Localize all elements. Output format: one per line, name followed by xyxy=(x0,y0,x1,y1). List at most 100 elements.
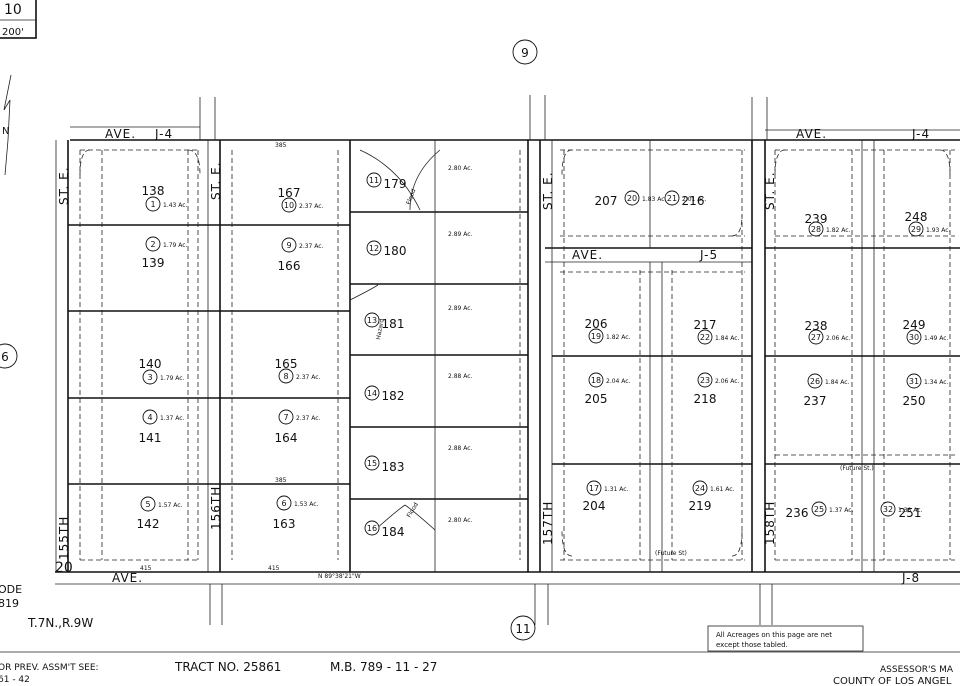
code-label: ODE xyxy=(0,583,22,596)
parcel-number: 23 xyxy=(700,376,710,385)
lot-number: 183 xyxy=(382,460,405,474)
lot-number: 217 xyxy=(694,318,717,332)
parcel-circle xyxy=(624,190,640,206)
lot-number: 236 xyxy=(786,506,809,520)
parcel-area: 1.34 Ac. xyxy=(924,379,949,386)
parcel-circle xyxy=(145,236,161,252)
st-e-label-4: ST. E. xyxy=(763,171,777,210)
158th-label: 158TH xyxy=(763,501,777,545)
area-note-179: 2.80 Ac. xyxy=(448,165,473,172)
parcel-circle xyxy=(140,496,156,512)
parcel-area: 1.82 Ac. xyxy=(606,334,631,341)
parcel-number: 27 xyxy=(811,333,821,342)
lot-number: 250 xyxy=(903,394,926,408)
parcel-area: 1.43 Ac. xyxy=(163,202,188,209)
ave-j5-b: J-5 xyxy=(699,248,718,262)
parcel-circle xyxy=(142,409,158,425)
parcel-circle xyxy=(276,495,292,511)
parcel-number: 1 xyxy=(150,200,155,209)
area-note-181: 2.89 Ac. xyxy=(448,305,473,312)
future-st-note: (Future St.) xyxy=(840,465,874,472)
parcel-circle xyxy=(808,221,824,237)
parcel-circle xyxy=(811,501,827,517)
parcel-area: 1.57 Ac. xyxy=(158,502,183,509)
ave-j5-a: AVE. xyxy=(572,248,603,262)
parcel-number: 30 xyxy=(909,333,919,342)
st-e-label-1: ST. E. xyxy=(57,166,71,205)
lot-number: 182 xyxy=(382,389,405,403)
parcel-area: 1.31 Ac. xyxy=(604,486,629,493)
lot-number: 166 xyxy=(278,259,301,273)
street-lines xyxy=(55,95,960,625)
parcel-circle xyxy=(281,237,297,253)
tract-number: TRACT NO. 25861 xyxy=(174,660,281,674)
parcel-circle xyxy=(364,455,380,471)
map-header-box: 10 200' xyxy=(0,0,37,39)
parcel-number: 29 xyxy=(911,225,921,234)
annotations: 2.80 Ac. 2.89 Ac. 2.89 Ac. 2.88 Ac. 2.88… xyxy=(140,142,874,580)
parcel-number: 17 xyxy=(589,484,599,493)
parcel-circle xyxy=(880,501,896,517)
map-footer: ODE 819 T.7N.,R.9W OR PREV. ASSM'T SEE: … xyxy=(0,583,960,686)
parcel-circle xyxy=(366,240,382,256)
lot-number: 206 xyxy=(585,317,608,331)
155th-label: 155TH xyxy=(57,516,71,560)
lot-number: 216 xyxy=(682,194,705,208)
code-number: 819 xyxy=(0,597,19,610)
parcel-number: 19 xyxy=(591,332,601,341)
157th-label: 157TH xyxy=(541,501,555,545)
area-note-184: 2.80 Ac. xyxy=(448,517,473,524)
lot-number: 164 xyxy=(275,431,298,445)
lot-number: 248 xyxy=(905,210,928,224)
street-labels: AVE. J-4 AVE. J-4 AVE. J-5 20 AVE. J-8 S… xyxy=(55,127,929,585)
svg-text:except those tabled.: except those tabled. xyxy=(716,641,788,649)
prev-assessment-ref: 61 - 42 xyxy=(0,675,30,685)
lot-number: 219 xyxy=(689,499,712,513)
future-st-note-2: (Future St) xyxy=(655,550,687,557)
lot-number: 251 xyxy=(899,506,922,520)
assessor-title: ASSESSOR'S MA xyxy=(880,665,954,675)
lot-number: 163 xyxy=(273,517,296,531)
parcel-area: 2.37 Ac. xyxy=(296,415,321,422)
parcel-area: 2.06 Ac. xyxy=(826,335,851,342)
lot-number: 249 xyxy=(903,318,926,332)
lot-number: 181 xyxy=(382,317,405,331)
area-note-182: 2.88 Ac. xyxy=(448,373,473,380)
lot-number: 167 xyxy=(278,186,301,200)
flood-note-bottom: Flood xyxy=(406,501,420,519)
parcel-number: 25 xyxy=(814,505,824,514)
parcel-circle xyxy=(364,520,380,536)
parcel-circle xyxy=(697,329,713,345)
ave-bottom-label: AVE. xyxy=(112,571,143,585)
svg-text:9: 9 xyxy=(521,46,529,60)
parcel-area: 1.84 Ac. xyxy=(715,335,740,342)
st-e-label-2: ST. E. xyxy=(209,161,223,200)
parcel-area: 1.49 Ac. xyxy=(924,335,949,342)
hazard-note: Hazard xyxy=(375,318,386,340)
parcel-number: 14 xyxy=(367,389,377,398)
parcel-circle xyxy=(664,190,680,206)
parcel-number: 28 xyxy=(811,225,821,234)
parcel-area: 2.37 Ac. xyxy=(299,243,324,250)
parcel-number: 3 xyxy=(147,373,152,382)
ave-j4-label-b: J-4 xyxy=(154,127,173,141)
north-label: N xyxy=(2,126,9,137)
ave-j8-label: J-8 xyxy=(901,571,920,585)
